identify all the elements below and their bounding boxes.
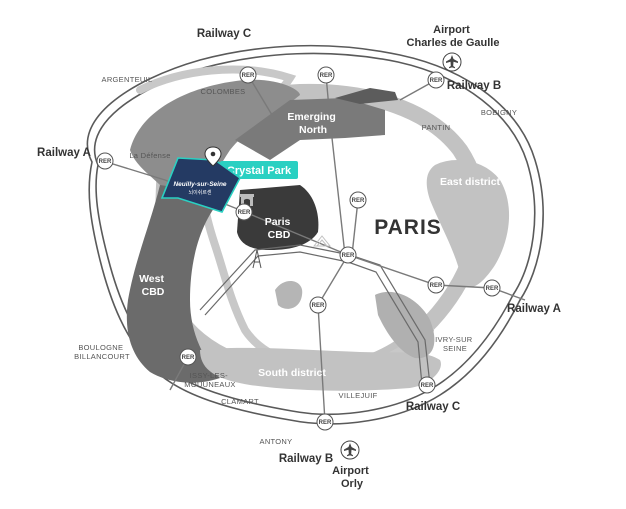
emerging-north-cap <box>335 88 398 104</box>
svg-text:RER: RER <box>486 286 499 292</box>
svg-text:RER: RER <box>319 420 332 426</box>
airport-cdg-line1: Airport <box>433 24 470 36</box>
eiffel-tower-icon <box>252 249 262 269</box>
svg-text:RER: RER <box>242 73 255 79</box>
rer-station-marker: RER <box>483 279 501 297</box>
svg-text:RER: RER <box>430 78 443 84</box>
svg-text:RER: RER <box>182 355 195 361</box>
rer-station-marker: RER <box>317 66 335 84</box>
town-ivry-line1: IVRY-SUR <box>435 335 473 344</box>
rer-station-marker: RER <box>316 413 334 431</box>
paris-cbd-line1: Paris <box>265 216 291 228</box>
svg-text:RER: RER <box>430 283 443 289</box>
town-boulogne-line1: BOULOGNE <box>78 343 123 352</box>
town-la-defense: La Défense <box>129 151 170 160</box>
airport-cdg-line2: Charles de Gaulle <box>407 37 500 49</box>
airport-orly-line1: Airport <box>332 465 369 477</box>
svg-text:RER: RER <box>312 303 325 309</box>
airport-orly-line2: Orly <box>341 478 364 490</box>
rer-station-marker: RER <box>239 66 257 84</box>
airplane-icon <box>442 52 462 72</box>
south-district-zone <box>200 347 441 391</box>
crystal-park-callout <box>220 161 298 179</box>
svg-text:RER: RER <box>421 383 434 389</box>
town-antony: ANTONY <box>260 437 293 446</box>
railway-c-bottom-label: Railway C <box>406 401 460 413</box>
rer-station-marker: RER <box>349 191 367 209</box>
rer-stations: RER RER RER RER RER RER RER RER RER RER … <box>96 66 501 431</box>
railway-a-right-label: Railway A <box>507 303 561 315</box>
town-issy: ISSY-LES- MOUUNEAUX <box>184 371 235 389</box>
railway-c-top-label: Railway C <box>197 28 251 40</box>
rer-station-marker: RER <box>235 203 253 221</box>
west-cbd-line1: West <box>139 273 164 285</box>
town-issy-line1: ISSY-LES- <box>190 371 228 380</box>
town-ivry-line2: SEINE <box>443 344 467 353</box>
west-cbd-label: West CBD <box>139 273 167 298</box>
emerging-north-zone <box>235 98 385 160</box>
south-district-label: South district <box>258 367 326 379</box>
bois-park <box>275 280 303 309</box>
emerging-north-label: Emerging North <box>287 111 338 136</box>
rer-station-marker: RER <box>339 246 357 264</box>
west-upper-zone <box>130 79 300 192</box>
rer-station-marker: RER <box>179 348 197 366</box>
town-boulogne: BOULOGNE BILLANCOURT <box>74 343 130 361</box>
city-label: PARIS <box>374 216 442 239</box>
svg-text:RER: RER <box>238 210 251 216</box>
east-district-zone <box>426 160 510 288</box>
town-issy-line2: MOUUNEAUX <box>184 380 235 389</box>
monument-icon <box>312 235 332 247</box>
paris-cbd-label: Paris CBD <box>265 216 294 241</box>
west-cbd-zone <box>126 185 225 383</box>
svg-text:RER: RER <box>99 159 112 165</box>
east-district-label: East district <box>440 176 501 188</box>
airport-orly-label: Airport Orly <box>332 465 372 490</box>
railway-a-left-label: Railway A <box>37 147 91 159</box>
rer-station-marker: RER <box>309 296 327 314</box>
town-colombes: COLOMBES <box>201 87 246 96</box>
rer-station-marker: RER <box>427 276 445 294</box>
town-villejuif: VILLEJUIF <box>339 391 378 400</box>
neuilly-sub-label: 뇌이쉬르센 <box>188 189 211 196</box>
svg-text:RER: RER <box>342 253 355 259</box>
town-boulogne-line2: BILLANCOURT <box>74 352 130 361</box>
town-ivry: IVRY-SUR SEINE <box>435 335 475 353</box>
emerging-north-line1: Emerging <box>287 111 335 123</box>
svg-text:RER: RER <box>352 198 365 204</box>
emerging-north-line2: North <box>299 124 327 136</box>
paris-cbd-line2: CBD <box>268 229 291 241</box>
airplane-icon <box>340 440 360 460</box>
crystal-park-label: Crystal Park <box>227 165 292 177</box>
railway-b-bottom-label: Railway B <box>279 453 333 465</box>
rer-station-marker: RER <box>96 152 114 170</box>
airport-cdg-label: Airport Charles de Gaulle <box>407 24 500 49</box>
town-bobigny: BOBIGNY <box>481 108 517 117</box>
rer-station-marker: RER <box>418 376 436 394</box>
arc-de-triomphe-icon <box>240 194 254 206</box>
south-east-zone <box>375 291 435 359</box>
svg-text:RER: RER <box>320 73 333 79</box>
west-cbd-line2: CBD <box>142 286 165 298</box>
town-clamart: CLAMART <box>221 397 259 406</box>
neuilly-label: Neuilly-sur-Seine <box>173 181 226 188</box>
town-argenteuil: ARGENTEUIL <box>102 75 153 84</box>
town-pantin: PANTIN <box>422 123 451 132</box>
railway-b-top-label: Railway B <box>447 80 501 92</box>
rer-station-marker: RER <box>427 71 445 89</box>
location-pin-icon <box>204 146 222 167</box>
